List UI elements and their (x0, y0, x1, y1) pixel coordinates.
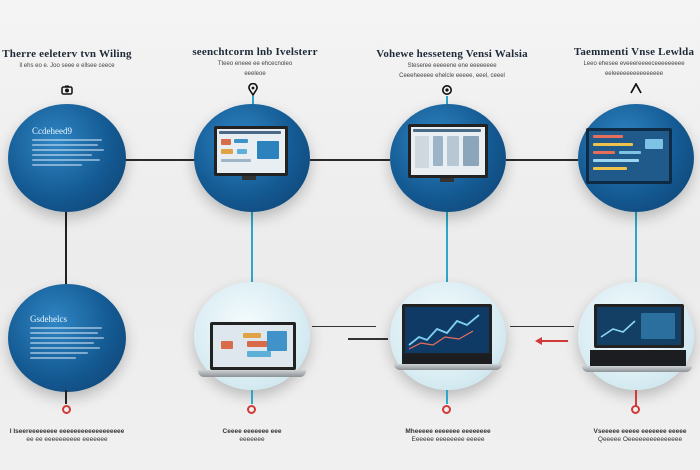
flag-icon (631, 405, 640, 414)
circle-text-block: Ccdeheed9 (32, 126, 104, 166)
location-pin-icon (246, 82, 260, 99)
laptop-keyboard (590, 350, 686, 366)
connector-h-2 (310, 159, 390, 161)
laptop-base (198, 370, 306, 377)
up-arrow-icon (629, 82, 643, 97)
laptop-base (394, 364, 502, 370)
footer-line-2: Qeeeee Oeeeeeeeeeeeeeee (597, 436, 683, 443)
connector-v-2 (251, 212, 253, 284)
header-title: Therre eeleterv tvn Wiling (2, 48, 132, 60)
laptop-base (582, 366, 692, 372)
laptop-screen (402, 304, 492, 356)
stage-4-circle (578, 104, 694, 212)
stage-2-circle (194, 104, 310, 212)
laptop-screen (594, 304, 684, 348)
footer-line-1: Vseeeee eeeee eeeeeee eeeee (593, 428, 687, 435)
laptop-keyboard (402, 354, 492, 364)
header-stage-3: Vohewe hesseteng Vensi Walsia Steseree e… (368, 48, 536, 80)
connector-low-2 (251, 390, 253, 404)
header-subtitle: Steseree eeeeene ene eeeeeeee (407, 63, 497, 69)
monitor-screen (408, 124, 488, 178)
header-stage-2: seenchtcorm lnb Ivelsterr Tteeo eneee ee… (190, 46, 320, 78)
header-title: Vohewe hesseteng Vensi Walsia (376, 48, 528, 60)
footer-stage-4: Vseeeee eeeee eeeeeee eeeee Qeeeee Oeeee… (584, 428, 696, 444)
connector-v-3 (446, 212, 448, 284)
flag-icon (247, 405, 256, 414)
laptop-screen (210, 322, 296, 370)
footer-stage-3: Mheeeee eeeeeee eeeeeeee Eeeeee eeeeeeee… (396, 428, 500, 444)
camera-icon (60, 85, 74, 98)
footer-line-1: Ceeee eeeeeee eee (222, 428, 282, 435)
arrow-head-icon (535, 337, 542, 345)
connector-low-4 (635, 390, 637, 406)
dashboard-screen (586, 128, 672, 184)
stage-2-bottom-circle (194, 282, 310, 390)
footer-line-2: eeeeeee (239, 436, 265, 443)
footer-line-2: Eeeeee eeeeeeee eeeee (411, 436, 485, 443)
connector-v-1 (65, 212, 67, 284)
footer-stage-1: l Iseereeeeeeee eeeeeeeeeeeeeeeeee ee ee… (0, 428, 134, 444)
stage-3-bottom-circle (390, 282, 506, 390)
connector-bh-1 (312, 326, 376, 327)
header-subtitle: eeleeeeeeeeeeeeeee (604, 71, 664, 77)
connector-v-4 (635, 212, 637, 284)
header-subtitle: Tteeo eneee ee ehcecnoleo (217, 61, 293, 67)
connector-bh-4 (540, 340, 568, 342)
stage-3-circle (390, 104, 506, 212)
header-subtitle: ll ehs eo e. Joo seee e ellsee ceece (19, 63, 115, 69)
footer-stage-2: Ceeee eeeeeee eee eeeeeee (212, 428, 292, 444)
connector-top-3 (446, 96, 448, 106)
header-subtitle: Leeo ehesee eveeereeeeceeeeeeeee (583, 61, 685, 67)
monitor-stand (440, 178, 454, 182)
header-title: Taemmenti Vnse Lewlda (573, 46, 695, 58)
footer-line-2: ee ee eeeeeeeeee eeeeeee (26, 436, 108, 443)
header-stage-1: Therre eeleterv tvn Wiling ll ehs eo e. … (0, 48, 134, 70)
connector-h-1 (124, 159, 196, 161)
circle-title: Ccdeheed9 (32, 126, 72, 136)
stage-1-circle: Ccdeheed9 (8, 104, 126, 212)
connector-h-3 (506, 159, 578, 161)
header-stage-4: Taemmenti Vnse Lewlda Leeo ehesee eveeer… (568, 46, 700, 78)
flag-icon (62, 405, 71, 414)
connector-top-2 (252, 96, 254, 106)
eye-icon (440, 85, 454, 98)
stage-4-bottom-circle (578, 282, 694, 390)
header-subtitle: eeeleoe (244, 71, 266, 77)
connector-low-3 (446, 390, 448, 404)
stage-1-bottom-circle: Gsdehelcs (8, 284, 126, 392)
header-title: seenchtcorm lnb Ivelsterr (192, 46, 318, 58)
circle-text-block: Gsdehelcs (30, 314, 104, 359)
connector-bh-3 (510, 326, 574, 327)
monitor-screen (214, 126, 288, 176)
circle-title: Gsdehelcs (30, 314, 67, 324)
connector-bh-2 (348, 338, 388, 340)
footer-line-1: Mheeeee eeeeeee eeeeeeee (405, 428, 491, 435)
flag-icon (442, 405, 451, 414)
header-subtitle: Ceeeheeeee ehelcle eeeee, eeel, ceeel (399, 73, 505, 79)
connector-low-1 (65, 390, 67, 404)
monitor-stand (242, 176, 256, 180)
footer-line-1: l Iseereeeeeeee eeeeeeeeeeeeeeeeee (9, 428, 125, 435)
